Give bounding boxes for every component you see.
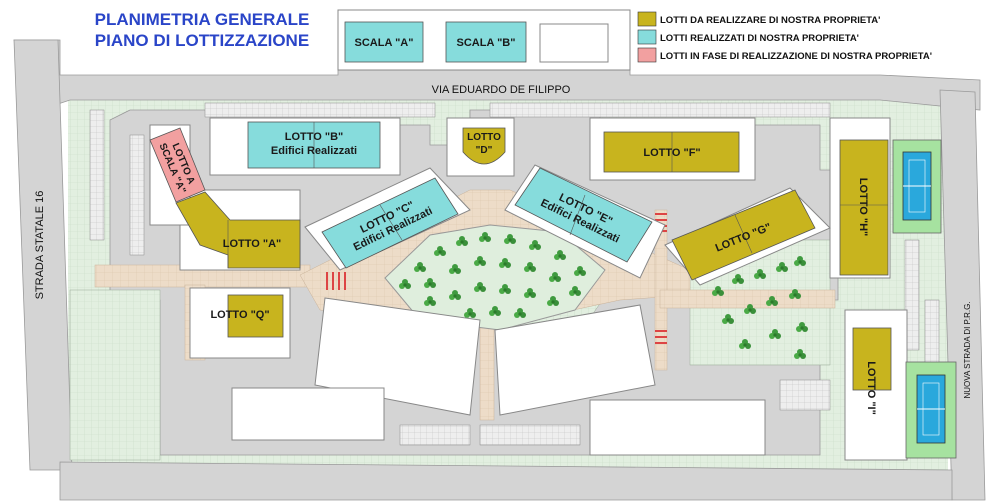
map-title-line1: PLANIMETRIA GENERALE	[95, 10, 310, 29]
lot-scala-a[interactable]	[344, 21, 424, 63]
label-lotto-a: LOTTO "A"	[223, 238, 282, 250]
label-scala-a: SCALA "A"	[355, 37, 414, 49]
map-title-line2: PIANO DI LOTTIZZAZIONE	[95, 31, 309, 50]
label-lotto-h: LOTTO "H"	[857, 178, 869, 237]
legend-swatch-realizzati	[637, 29, 657, 45]
road-label-strada-statale: STRADA STATALE 16	[34, 191, 46, 300]
legend: LOTTI DA REALIZZARE DI NOSTRA PROPRIETA'…	[637, 11, 932, 63]
road-label-nuova-strada: NUOVA STRADA DI P.R.G.	[963, 301, 972, 398]
lot-e[interactable]	[514, 167, 653, 263]
lot-q[interactable]	[227, 294, 284, 338]
label-lotto-d-line1: LOTTO	[467, 132, 501, 143]
lot-c[interactable]	[321, 177, 459, 269]
lots	[149, 21, 892, 391]
label-scala-b: SCALA "B"	[457, 37, 516, 49]
legend-label-realizzati: LOTTI REALIZZATI DI NOSTRA PROPRIETA'	[660, 33, 859, 44]
tennis-courts	[892, 139, 957, 459]
label-lotto-b-line2: Edifici Realizzati	[271, 145, 357, 157]
label-lotto-q: LOTTO "Q"	[210, 309, 269, 321]
label-lotto-i: LOTTO "I"	[865, 361, 877, 415]
lot-g[interactable]	[671, 189, 816, 281]
lot-a-scala-a[interactable]	[149, 127, 206, 203]
lot-a[interactable]	[175, 191, 301, 269]
lot-f[interactable]	[603, 131, 740, 173]
legend-swatch-in-fase	[637, 47, 657, 63]
legend-label-da-realizzare: LOTTI DA REALIZZARE DI NOSTRA PROPRIETA'	[660, 15, 880, 26]
lot-i[interactable]	[852, 327, 892, 391]
legend-label-in-fase: LOTTI IN FASE DI REALIZZAZIONE DI NOSTRA…	[660, 51, 932, 62]
label-lotto-b-line1: LOTTO "B"	[285, 131, 344, 143]
legend-swatch-da-realizzare	[637, 11, 657, 27]
label-lotto-f: LOTTO "F"	[643, 147, 700, 159]
road-label-via-eduardo: VIA EDUARDO DE FILIPPO	[432, 84, 571, 96]
lot-scala-b[interactable]	[445, 21, 527, 63]
label-lotto-d-line2: "D"	[476, 145, 493, 156]
lot-d[interactable]	[462, 127, 506, 165]
lot-h[interactable]	[839, 139, 889, 276]
